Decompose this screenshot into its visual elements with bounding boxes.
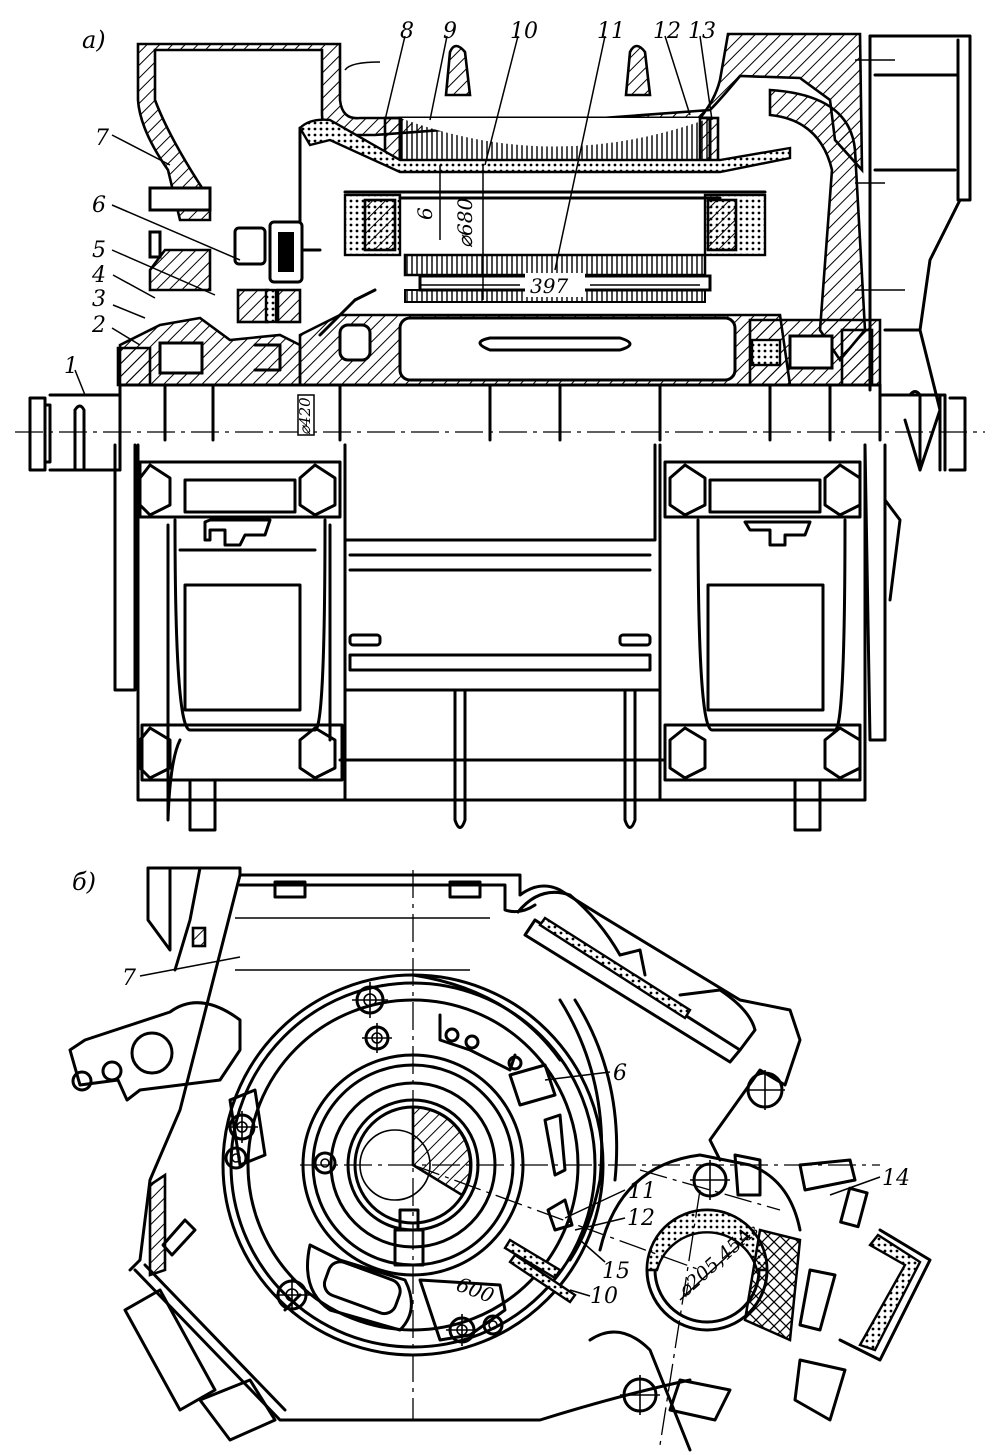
view-a-callouts: 1 2 3 4 5 6 7 8 9 10 11 12 13 bbox=[64, 19, 716, 396]
callout-9: 9 bbox=[443, 19, 457, 44]
callout-12: 12 bbox=[653, 19, 681, 44]
dimension-center-distance: 600 bbox=[453, 1272, 497, 1308]
dimension-core-length: 397 bbox=[530, 274, 568, 298]
bolt-icon bbox=[745, 1070, 785, 1110]
shaft bbox=[15, 383, 985, 472]
dimension-air-gap: 6 bbox=[413, 207, 437, 220]
view-a-label: а) bbox=[82, 26, 106, 54]
view-b: б) bbox=[68, 866, 932, 1452]
bolt-icon bbox=[226, 1111, 258, 1143]
callout-7: 7 bbox=[95, 126, 109, 151]
bolt-icon bbox=[446, 1314, 478, 1346]
callout-11: 11 bbox=[597, 19, 625, 44]
callout-4: 4 bbox=[91, 263, 106, 288]
bolt-icon bbox=[224, 1146, 248, 1170]
callout-13: 13 bbox=[688, 19, 716, 44]
view-a-dimensions: 6 ⌀680 397 ⌀420 bbox=[296, 165, 700, 436]
left-bearing-assembly bbox=[116, 186, 377, 387]
inspection-cover bbox=[516, 890, 757, 1064]
view-b-label: б) bbox=[72, 868, 96, 896]
armature bbox=[298, 190, 792, 387]
callout-10: 10 bbox=[510, 19, 538, 44]
callout-8: 8 bbox=[400, 19, 414, 44]
bolts bbox=[224, 982, 785, 1415]
callout-b-12: 12 bbox=[627, 1206, 655, 1231]
callout-b-11: 11 bbox=[628, 1179, 656, 1204]
dimension-shaft-diameter: ⌀420 bbox=[296, 397, 314, 435]
callout-b-6: 6 bbox=[613, 1061, 627, 1086]
bolt-icon bbox=[352, 982, 388, 1018]
bolt-icon bbox=[274, 1277, 310, 1313]
callout-b-15: 15 bbox=[602, 1259, 630, 1284]
housing-bottom bbox=[123, 1172, 692, 1442]
callout-b-10: 10 bbox=[590, 1284, 618, 1309]
callout-3: 3 bbox=[92, 287, 106, 312]
bolt-icon bbox=[690, 1160, 730, 1200]
motor-lower-body bbox=[113, 443, 902, 832]
stator-core bbox=[298, 116, 792, 252]
callout-b-7: 7 bbox=[122, 966, 136, 991]
callout-2: 2 bbox=[91, 313, 106, 338]
end-shield-right bbox=[768, 34, 972, 472]
bolt-icon bbox=[362, 1023, 392, 1053]
right-bearing-assembly bbox=[748, 318, 882, 387]
callout-b-14: 14 bbox=[882, 1166, 910, 1191]
view-b-callouts: 7 6 14 11 12 15 10 bbox=[122, 956, 910, 1309]
callout-1: 1 bbox=[64, 354, 78, 379]
callout-6: 6 bbox=[92, 193, 106, 218]
bolt-icon bbox=[482, 1314, 504, 1336]
dimension-stator-bore: ⌀680 bbox=[453, 198, 477, 248]
housing-outline bbox=[68, 866, 802, 1272]
center-distance-line bbox=[412, 1164, 701, 1271]
axle-bearing bbox=[588, 1153, 932, 1452]
brush-gear bbox=[438, 1013, 577, 1304]
view-a: а) bbox=[15, 19, 985, 832]
bolt-icon bbox=[313, 1151, 337, 1175]
callout-5: 5 bbox=[92, 238, 106, 263]
